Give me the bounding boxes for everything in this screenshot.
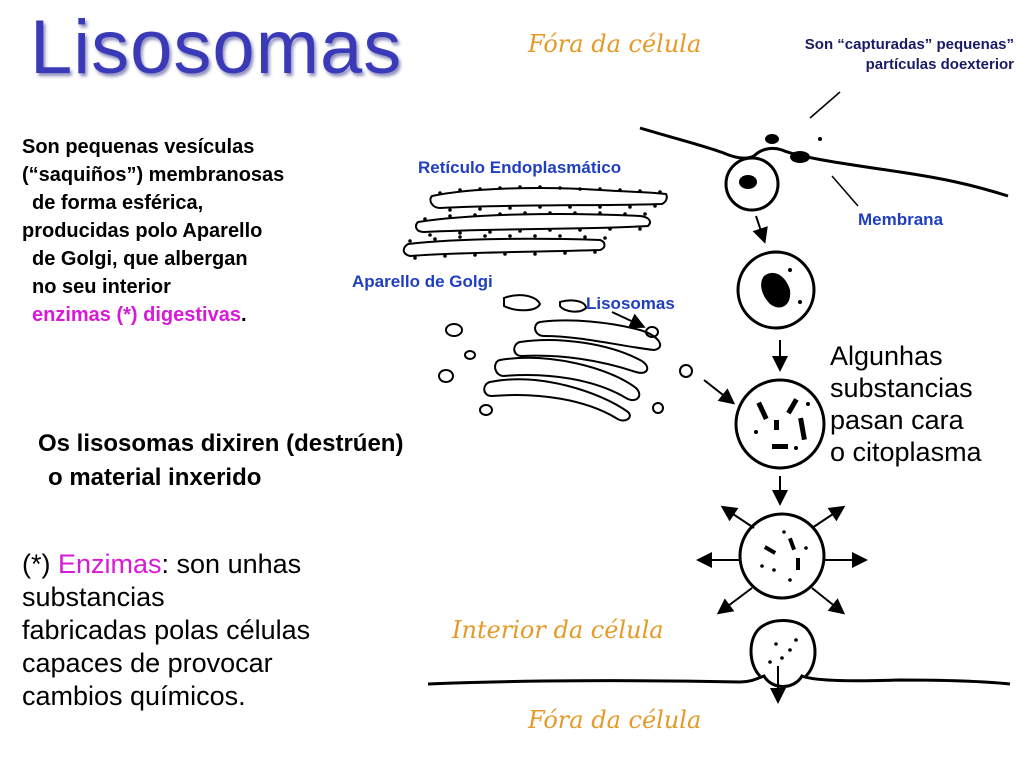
endocytic-vesicle	[724, 156, 780, 212]
substances-line: substancias	[830, 373, 973, 403]
intro-line: no seu interior	[32, 276, 171, 298]
cell-membrane-bottom	[427, 674, 1011, 688]
label-inside-cell: Interior da célula	[452, 616, 664, 644]
residual-vesicle	[696, 505, 868, 615]
enzyme-note: (*) Enzimas: son unhas substancias fabri…	[22, 548, 392, 713]
captured-line: partículas doexterior	[865, 56, 1014, 73]
flow-arrow	[752, 215, 768, 244]
enzyme-note-first-line: (*) Enzimas: son unhas	[22, 548, 392, 581]
label-membrane: Membrana	[858, 210, 944, 229]
intro-line: Son pequenas vesículas	[22, 136, 255, 158]
phagosome	[736, 250, 816, 330]
enzyme-note-line: fabricadas polas células	[22, 615, 311, 645]
enzyme-note-line: capaces de provocar	[22, 648, 273, 678]
substances-line: o citoplasma	[830, 437, 982, 467]
label-reticulum: Retículo Endoplasmático	[418, 158, 622, 177]
label-outside-top: Fóra da célula	[528, 30, 702, 58]
digestion-line: o material inxerido	[48, 464, 262, 491]
digestive-vacuole	[734, 378, 826, 470]
enzyme-note-line: substancias	[22, 582, 165, 612]
intro-line: de Golgi, que albergan	[32, 248, 248, 270]
golgi-apparatus	[438, 294, 693, 422]
enzyme-note-line: cambios químicos.	[22, 681, 246, 711]
captured-line: Son “capturadas” pequenas”	[804, 36, 1014, 53]
digestion-statement: Os lisosomas dixiren (destrúen) o materi…	[38, 427, 403, 495]
digestion-line: Os lisosomas dixiren (destrúen)	[38, 430, 404, 457]
intro-paragraph: Son pequenas vesículas (“saquiños”) memb…	[22, 133, 372, 329]
lysosome-pointer-arrows	[611, 311, 736, 405]
exocytic-vesicle	[749, 619, 817, 678]
label-lysosomes: Lisosomas	[586, 294, 675, 313]
substances-line: pasan cara	[830, 405, 964, 435]
label-substances: Algunhas substancias pasan cara o citopl…	[830, 340, 982, 468]
captured-particles	[765, 134, 822, 163]
substances-line: Algunhas	[830, 341, 943, 371]
cell-membrane-top	[639, 91, 1009, 207]
label-outside-bottom: Fóra da célula	[528, 706, 702, 734]
label-golgi: Aparello de Golgi	[352, 272, 493, 291]
note-prefix: (*)	[22, 549, 58, 579]
label-captured-particles: Son “capturadas” pequenas” partículas do…	[805, 35, 1014, 75]
enzymes-highlight: enzimas (*) digestivas	[32, 304, 241, 326]
note-rest: : son unhas	[161, 549, 302, 579]
page-title: Lisosomas	[30, 5, 403, 90]
intro-line: producidas polo Aparello	[22, 220, 263, 242]
endoplasmic-reticulum	[402, 185, 668, 260]
intro-highlight-line: enzimas (*) digestivas.	[22, 301, 372, 329]
intro-line: (“saquiños”) membranosas	[22, 164, 285, 186]
enzymes-term: Enzimas	[58, 549, 162, 579]
intro-line: de forma esférica,	[32, 192, 204, 214]
intro-period: .	[240, 304, 247, 326]
